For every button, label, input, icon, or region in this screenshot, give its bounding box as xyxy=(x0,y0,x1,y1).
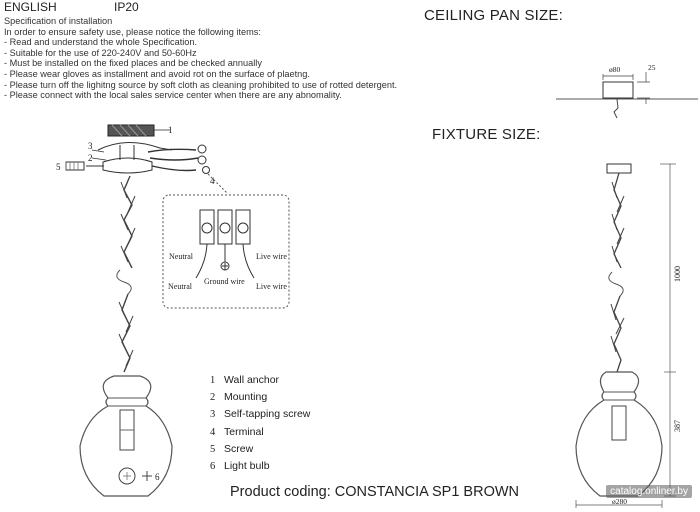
legend-num: 5 xyxy=(210,443,216,455)
installation-specification: Specification of installation In order t… xyxy=(4,16,404,101)
product-coding: Product coding: CONSTANCIA SP1 BROWN xyxy=(230,484,520,500)
legend-label: Self-tapping screw xyxy=(224,408,311,421)
legend-label: Wall anchor xyxy=(224,374,280,386)
fixture-length-dim: 1000 xyxy=(673,266,682,282)
ceiling-pan-size-title: CEILING PAN SIZE: xyxy=(424,7,563,24)
watermark: catalog.onliner.by xyxy=(606,485,692,498)
legend-num: 4 xyxy=(210,426,216,438)
legend-num: 6 xyxy=(210,461,216,473)
wiring-neutral-top: Neutral xyxy=(169,252,194,261)
callout-2: 2 xyxy=(88,153,93,163)
legend-num: 3 xyxy=(210,409,216,421)
legend-item: 4 Terminal xyxy=(210,424,310,441)
legend-item: 5 Screw xyxy=(210,441,310,458)
spec-line: - Please turn off the lighitng source by… xyxy=(4,79,398,90)
spec-line: - Suitable for the use of 220-240V and 5… xyxy=(4,47,197,58)
wiring-ground: Ground wire xyxy=(204,277,245,286)
spec-line: - Please connect with the local sales se… xyxy=(4,90,342,101)
callout-5: 5 xyxy=(56,162,61,172)
callout-3: 3 xyxy=(88,141,93,151)
wiring-live-bottom: Live wire xyxy=(256,282,287,291)
callout-1: 1 xyxy=(168,125,173,135)
callout-6: 6 xyxy=(155,472,160,482)
fixture-size-title: FIXTURE SIZE: xyxy=(432,126,541,143)
legend-label: Screw xyxy=(224,442,254,455)
legend-num: 2 xyxy=(210,392,216,404)
fixture-height-dim: 387 xyxy=(673,420,682,432)
parts-legend: 1 Wall anchor 2 Mounting 3 Self-tapping scr… xyxy=(210,372,310,475)
wiring-neutral-bottom: Neutral xyxy=(168,282,193,291)
spec-line: - Read and understand the whole Specific… xyxy=(4,37,198,48)
legend-item: 2 Mounting xyxy=(210,389,310,406)
legend-label: Light bulb xyxy=(224,460,270,473)
ceiling-height-dim: 25 xyxy=(648,63,656,72)
legend-num: 1 xyxy=(210,375,216,386)
language-label: ENGLISH xyxy=(4,0,57,14)
legend-label: Mounting xyxy=(224,391,268,404)
legend-item: 6 Light bulb xyxy=(210,458,310,475)
legend-item: 3 Self-tapping screw xyxy=(210,406,310,423)
spec-line: In order to ensure safety use, please no… xyxy=(4,26,261,37)
legend-label: Terminal xyxy=(224,425,264,438)
spec-line: Specification of installation xyxy=(4,16,113,26)
callout-4: 4 xyxy=(210,176,215,186)
spec-line: - Must be installed on the fixed places … xyxy=(4,58,262,69)
ceiling-diameter-dim: ø80 xyxy=(609,65,621,74)
legend-item: 1 Wall anchor xyxy=(210,372,310,389)
spec-line: - Please wear gloves as installment and … xyxy=(4,68,310,79)
wiring-live-top: Live wire xyxy=(256,252,287,261)
ip-rating: IP20 xyxy=(114,0,139,14)
fixture-diameter-dim: ø280 xyxy=(612,497,627,506)
